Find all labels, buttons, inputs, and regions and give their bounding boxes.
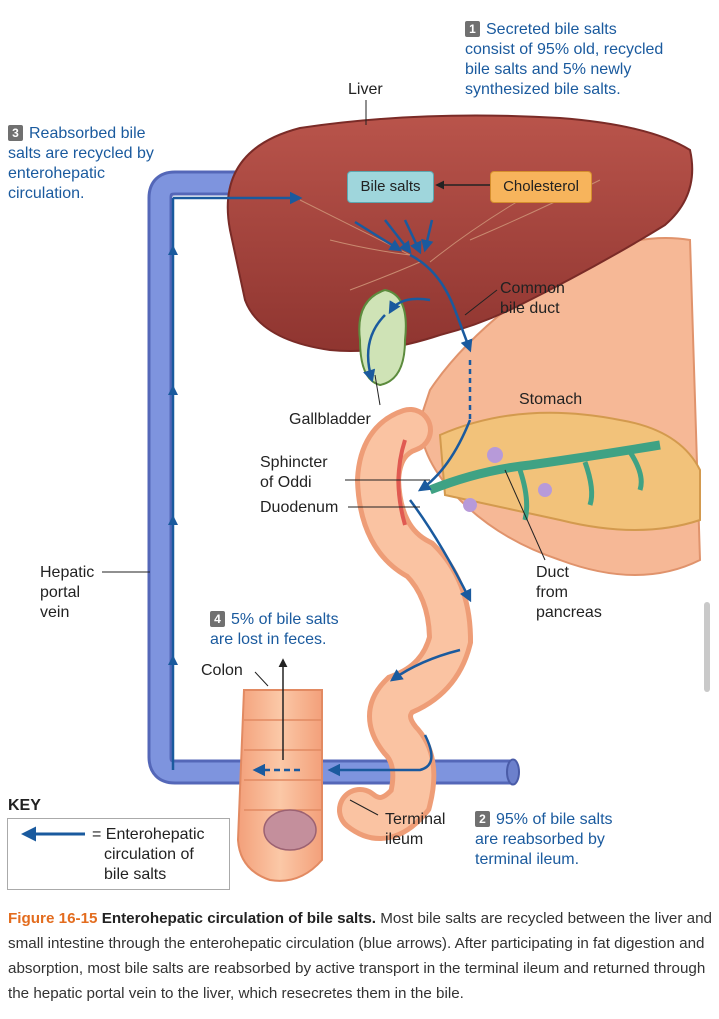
leader-lines: [102, 100, 546, 816]
step-3: 3 Reabsorbed bile salts are recycled by e…: [8, 124, 154, 204]
label-common-bile-duct: Common bile duct: [500, 279, 565, 319]
label-duct-1: Duct: [536, 564, 569, 581]
label-terminal-ileum: Terminal ileum: [385, 810, 445, 850]
label-hepatic-2: portal: [40, 584, 81, 601]
step-2: 2 95% of bile salts are reabsorbed by ter…: [475, 810, 613, 870]
label-terminal-1: Terminal: [385, 811, 446, 828]
scrollbar-thumb[interactable]: [704, 602, 710, 692]
label-sphincter-1: Sphincter: [260, 454, 328, 471]
portal-vein-arrowheads: [168, 245, 178, 665]
step-2-number: 2: [475, 811, 490, 827]
step-1-number: 1: [465, 21, 480, 37]
label-hepatic-1: Hepatic: [40, 564, 95, 581]
step-4-line-2: are lost in feces.: [210, 631, 327, 648]
bile-flow-arrows: [171, 191, 473, 777]
step-1-line-4: synthesized bile salts.: [465, 81, 621, 98]
step-3-line-4: circulation.: [8, 185, 85, 202]
step-3-number: 3: [8, 125, 23, 141]
label-stomach: Stomach: [519, 391, 583, 408]
pancreas-shape: [428, 411, 701, 531]
label-common-bile-duct-2: bile duct: [500, 300, 560, 317]
label-duodenum: Duodenum: [260, 499, 339, 516]
figure-caption: Figure 16-15 Enterohepatic circulation o…: [8, 906, 712, 1006]
step-4-line-1: 5% of bile salts: [231, 611, 339, 628]
bile-salts-box: Bile salts: [347, 171, 434, 203]
key-description: = Enterohepatic circulation of bile salt…: [92, 825, 205, 885]
label-duct-3: pancreas: [536, 604, 602, 621]
step-2-line-1: 95% of bile salts: [496, 811, 613, 828]
label-duct-from-pancreas: Duct from pancreas: [536, 563, 602, 623]
label-hepatic-portal-vein: Hepatic portal vein: [40, 563, 94, 623]
step-4-number: 4: [210, 611, 225, 627]
label-sphincter-2: of Oddi: [260, 474, 312, 491]
key-box: [7, 818, 230, 890]
caption-title: Enterohepatic circulation of bile salts.: [101, 910, 376, 927]
key-line-2: circulation of: [104, 846, 194, 863]
label-gallbladder: Gallbladder: [289, 411, 371, 428]
label-liver: Liver: [348, 81, 383, 98]
key-title: KEY: [8, 797, 41, 814]
step-1-line-1: Secreted bile salts: [486, 21, 617, 38]
key-line-1: = Enterohepatic: [92, 826, 205, 843]
label-hepatic-3: vein: [40, 604, 70, 621]
step-1-line-2: consist of 95% old, recycled: [465, 41, 664, 58]
cholesterol-box: Cholesterol: [490, 171, 592, 203]
step-4: 4 5% of bile salts are lost in feces.: [210, 610, 339, 650]
caption-text: Most bile salts are recycled between the…: [8, 910, 712, 1002]
small-intestine-shape: [337, 407, 474, 841]
key-line-3: bile salts: [104, 866, 167, 883]
label-common-bile-duct-1: Common: [500, 280, 565, 297]
label-terminal-2: ileum: [385, 831, 424, 848]
step-1-line-3: bile salts and 5% newly: [465, 61, 632, 78]
label-colon: Colon: [201, 662, 243, 679]
step-3-line-1: Reabsorbed bile: [29, 125, 146, 142]
step-2-line-3: terminal ileum.: [475, 851, 580, 868]
label-sphincter-of-oddi: Sphincter of Oddi: [260, 453, 328, 493]
step-1: 1 Secreted bile salts consist of 95% old,…: [465, 20, 663, 100]
caption-figure-tag: Figure 16-15: [8, 910, 98, 927]
step-3-line-3: enterohepatic: [8, 165, 105, 182]
label-duct-2: from: [536, 584, 568, 601]
step-2-line-2: are reabsorbed by: [475, 831, 605, 848]
colon-shape: [236, 689, 323, 882]
step-3-line-2: salts are recycled by: [8, 145, 154, 162]
